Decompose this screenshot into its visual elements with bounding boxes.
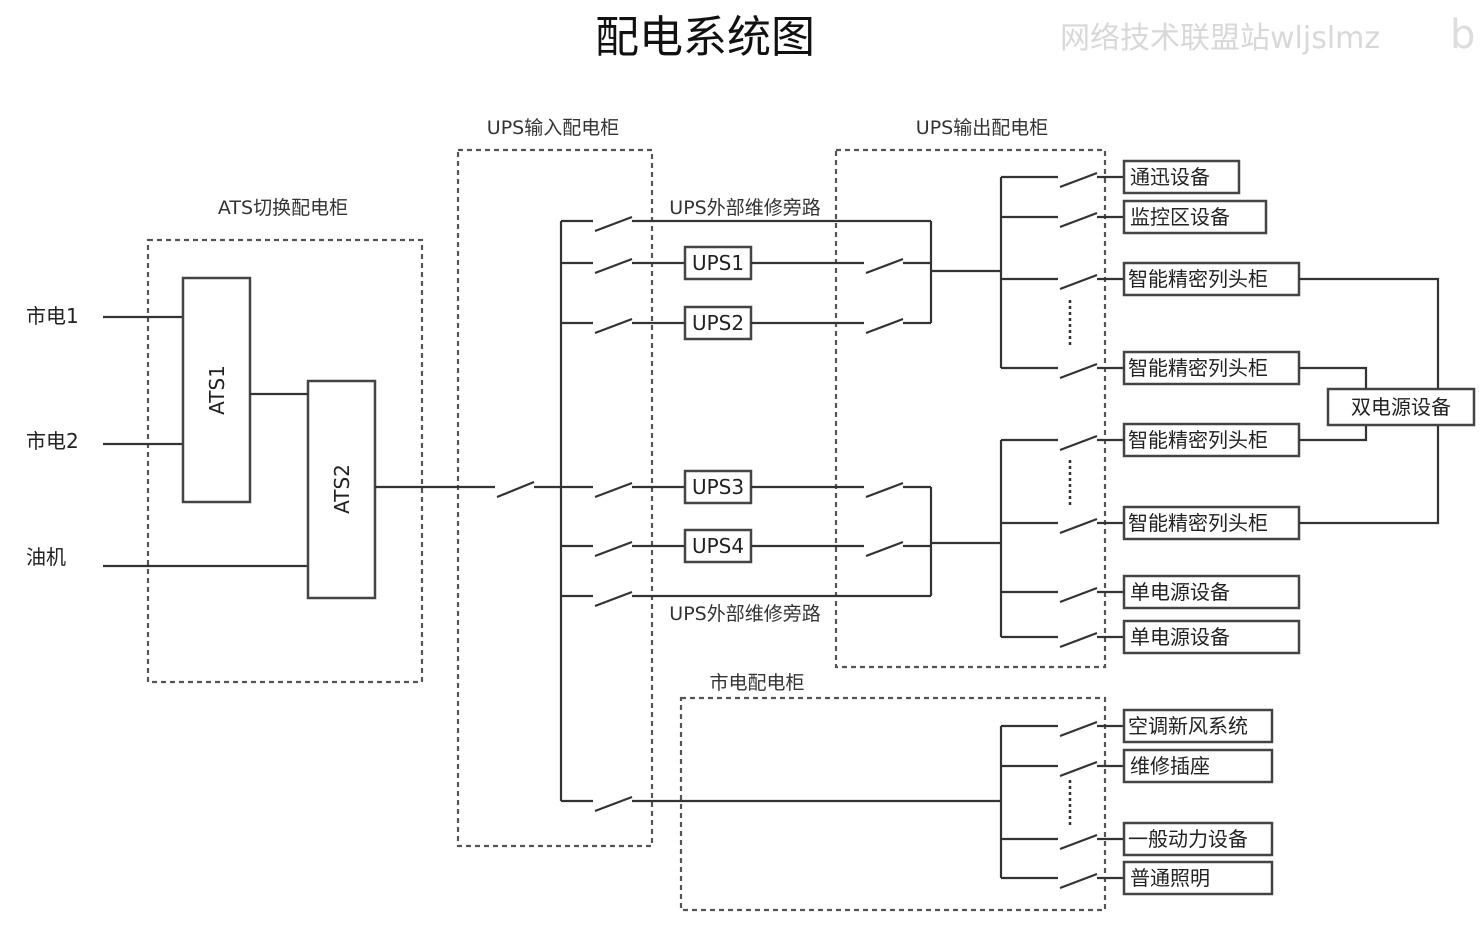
load-box (1122, 261, 1301, 297)
dual-power-device-box (1326, 387, 1476, 427)
utility-cabinet-label: 市电配电柜 (709, 672, 804, 694)
ats2-unit (306, 379, 377, 600)
load-label: 智能精密列头柜 (1128, 428, 1268, 452)
load-label: 智能精密列头柜 (1128, 356, 1268, 380)
load-box (1122, 860, 1274, 896)
load-box (1122, 748, 1274, 784)
source-label: 市电1 (26, 304, 79, 328)
watermark: 网络技术联盟站wljslmz (1060, 21, 1380, 56)
source-label: 油机 (26, 545, 66, 569)
ups-input-cabinet-label: UPS输入配电柜 (487, 117, 619, 139)
load-box (1122, 708, 1274, 744)
ups1-label: UPS1 (692, 251, 744, 275)
ups2-label: UPS2 (692, 311, 744, 335)
load-box (1122, 350, 1301, 386)
ups4-unit (683, 528, 753, 564)
load-label: 智能精密列头柜 (1128, 267, 1268, 291)
ats-cabinet-label: ATS切换配电柜 (218, 197, 348, 219)
utility-cabinet-frame (679, 696, 1107, 912)
ats1-label: ATS1 (205, 365, 229, 415)
ups-output-cabinet-frame (834, 148, 1107, 669)
ats-cabinet-frame (146, 238, 424, 684)
bypass-label-top: UPS外部维修旁路 (669, 197, 820, 219)
load-label: 监控区设备 (1130, 205, 1230, 229)
bypass-label-bottom: UPS外部维修旁路 (669, 603, 820, 625)
load-label: 维修插座 (1130, 754, 1210, 778)
load-box (1122, 199, 1268, 235)
dual-power-device-label: 双电源设备 (1351, 395, 1451, 419)
load-label: 一般动力设备 (1128, 827, 1248, 851)
watermark-logo-icon: b (1450, 12, 1475, 58)
ups3-label: UPS3 (692, 475, 744, 499)
load-label: 单电源设备 (1130, 580, 1230, 604)
load-label: 单电源设备 (1130, 625, 1230, 649)
load-box (1122, 422, 1301, 458)
load-label: 空调新风系统 (1128, 714, 1248, 738)
ups-output-cabinet-label: UPS输出配电柜 (916, 117, 1048, 139)
source-label: 市电2 (26, 429, 79, 453)
ats2-label: ATS2 (330, 464, 354, 514)
load-box (1122, 821, 1274, 857)
load-label: 普通照明 (1130, 866, 1210, 890)
load-box (1122, 619, 1301, 655)
load-box (1122, 159, 1241, 195)
load-label: 通迅设备 (1130, 165, 1210, 189)
ups-input-cabinet-frame (456, 148, 654, 848)
ups4-label: UPS4 (692, 534, 744, 558)
ats1-unit (181, 276, 252, 504)
load-box (1122, 574, 1301, 610)
diagram-title: 配电系统图 (595, 12, 815, 63)
branch-switches (1001, 171, 1124, 890)
load-label: 智能精密列头柜 (1128, 511, 1268, 535)
load-box (1122, 505, 1301, 541)
